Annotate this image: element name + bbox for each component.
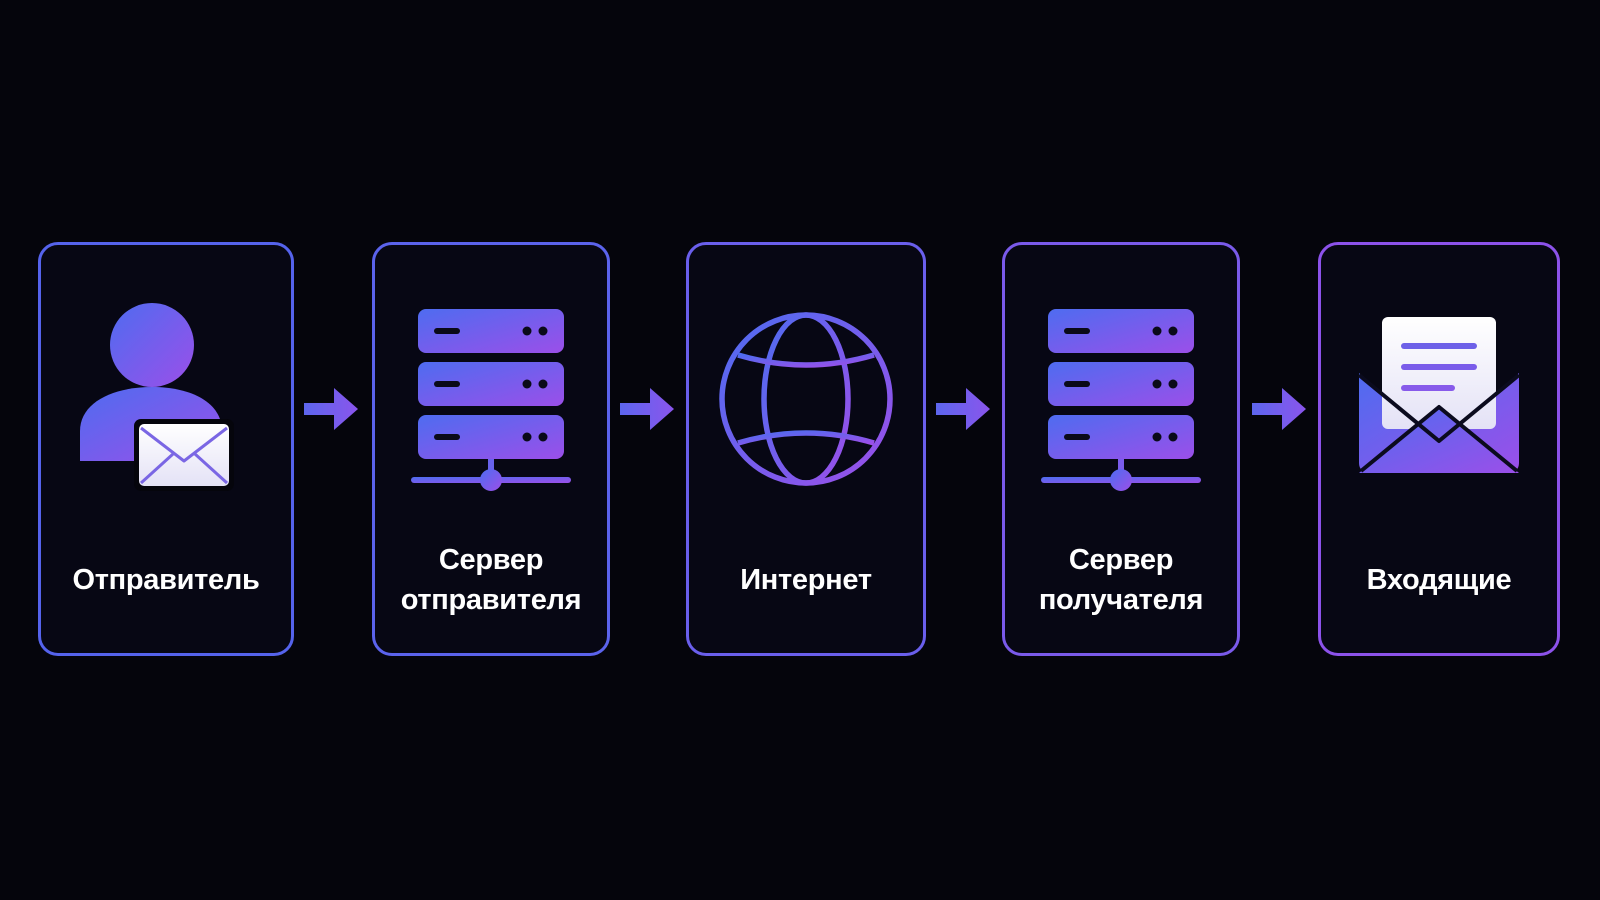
step-label-line: Интернет	[740, 564, 872, 596]
step-label: Отправитель	[41, 535, 291, 625]
step-label-line: Сервер	[1068, 544, 1174, 576]
step-label-line: Отправитель	[72, 564, 260, 596]
step-inbox-card: Входящие	[1318, 242, 1560, 656]
step-label: Сервер получателя	[1005, 535, 1237, 625]
step-label-line: Входящие	[1366, 564, 1512, 596]
arrow-right-icon	[1250, 384, 1308, 434]
step-label: Интернет	[689, 535, 923, 625]
step-label: Сервер отправителя	[375, 535, 607, 625]
step-recipient-server-card: Сервер получателя	[1002, 242, 1240, 656]
globe-icon	[716, 303, 896, 503]
arrow-right-icon	[618, 384, 676, 434]
step-label-line: получателя	[1038, 584, 1204, 616]
step-sender-card: Отправитель	[38, 242, 294, 656]
arrow-right-icon	[302, 384, 360, 434]
arrow-right-icon	[934, 384, 992, 434]
step-label: Входящие	[1321, 535, 1557, 625]
step-label-line: Сервер	[438, 544, 544, 576]
server-rack-icon	[1031, 303, 1211, 503]
server-rack-icon	[401, 303, 581, 503]
step-label-line: отправителя	[400, 584, 582, 616]
sender-with-envelope-icon	[76, 303, 256, 503]
step-sender-server-card: Сервер отправителя	[372, 242, 610, 656]
open-envelope-icon	[1349, 303, 1529, 503]
step-internet-card: Интернет	[686, 242, 926, 656]
